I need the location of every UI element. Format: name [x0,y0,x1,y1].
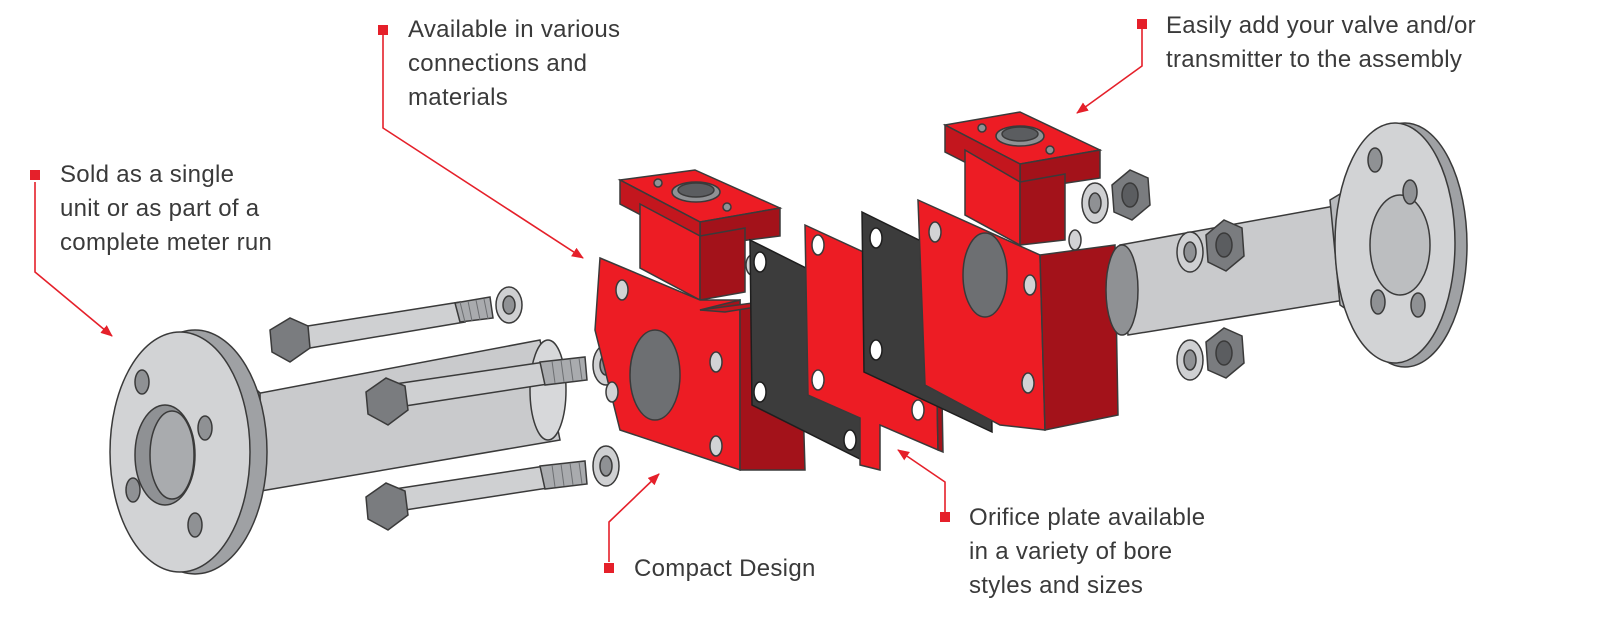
bullet-orifice [940,512,950,522]
downstream-flange-body [917,111,1119,431]
bullet-compact [604,563,614,573]
callout-sold: Sold as a single unit or as part of a co… [60,158,272,260]
leader-arrow-easily [1076,28,1143,114]
callout-easily: Easily add your valve and/or transmitter… [1166,9,1476,77]
callout-compact: Compact Design [634,552,816,586]
leader-arrow-compact [608,473,660,562]
callout-orifice-line: in a variety of bore [969,538,1173,565]
callout-easily-line: transmitter to the assembly [1166,46,1463,73]
callout-compact-line: Compact Design [634,555,816,582]
callout-available-line: materials [408,84,509,111]
callout-orifice-line: styles and sizes [969,572,1144,599]
callout-orifice-line: Orifice plate available [969,504,1206,531]
callout-available: Available in various connections and mat… [408,13,620,115]
bullet-available [378,25,388,35]
washer-right-top [1081,182,1109,224]
washer-left-top [495,286,523,324]
leader-arrow-orifice [897,449,946,512]
leader-arrow-available [382,35,584,259]
hex-nut-right-bottom [1205,327,1245,379]
hex-nut-right-middle [1205,219,1245,272]
washer-right-middle [1176,231,1204,273]
callout-sold-line: Sold as a single [60,161,235,188]
stud-bolt-bottom [365,460,588,531]
leader-arrow-sold [34,182,113,337]
bullet-sold [30,170,40,180]
washer-left-bottom [592,445,620,487]
bullet-easily [1137,19,1147,29]
stud-bolt-top [269,296,494,363]
callout-available-line: connections and [408,50,588,77]
stud-bolt-middle [365,356,588,426]
callout-easily-line: Easily add your valve and/or [1166,12,1476,39]
callout-sold-line: complete meter run [60,229,273,256]
callout-sold-line: unit or as part of a [60,195,260,222]
callout-orifice: Orifice plate available in a variety of … [969,501,1205,603]
washer-right-bottom [1176,339,1204,381]
hex-nut-right-top [1111,169,1151,221]
left-flange-pipe-spool [109,329,567,575]
callout-available-line: Available in various [408,16,621,43]
right-flange-pipe-spool [1105,122,1468,368]
